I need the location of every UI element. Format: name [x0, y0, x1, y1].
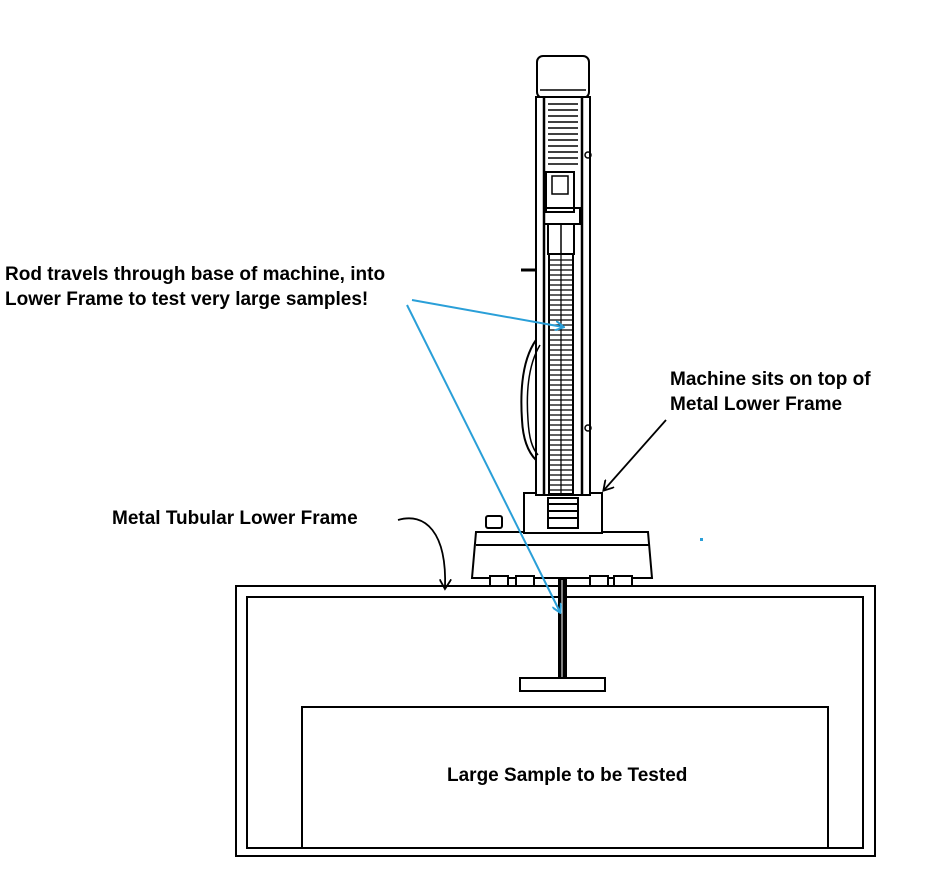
rod-platen	[519, 677, 606, 692]
sample-box	[301, 706, 829, 849]
machine-callout-arrow	[604, 419, 667, 490]
sample-label: Large Sample to be Tested	[447, 765, 688, 786]
frame-annotation: Metal Tubular Lower Frame	[112, 508, 358, 529]
rod-annotation-line2: Lower Frame to test very large samples!	[5, 289, 369, 310]
machine-column	[520, 55, 592, 496]
machine-base	[470, 492, 654, 587]
lower-frame	[235, 585, 876, 857]
rod-annotation-arrows	[406, 299, 563, 612]
machine-annotation-line1: Machine sits on top of	[670, 369, 871, 390]
rod-annotation: Rod travels through base of machine, int…	[5, 262, 385, 312]
frame-callout-arrow	[397, 517, 445, 588]
machine-annotation: Machine sits on top of Metal Lower Frame	[670, 367, 871, 417]
stray-dot	[700, 538, 703, 541]
machine-annotation-line2: Metal Lower Frame	[670, 394, 843, 415]
test-rod	[558, 575, 567, 679]
rod-annotation-line1: Rod travels through base of machine, int…	[5, 264, 386, 285]
